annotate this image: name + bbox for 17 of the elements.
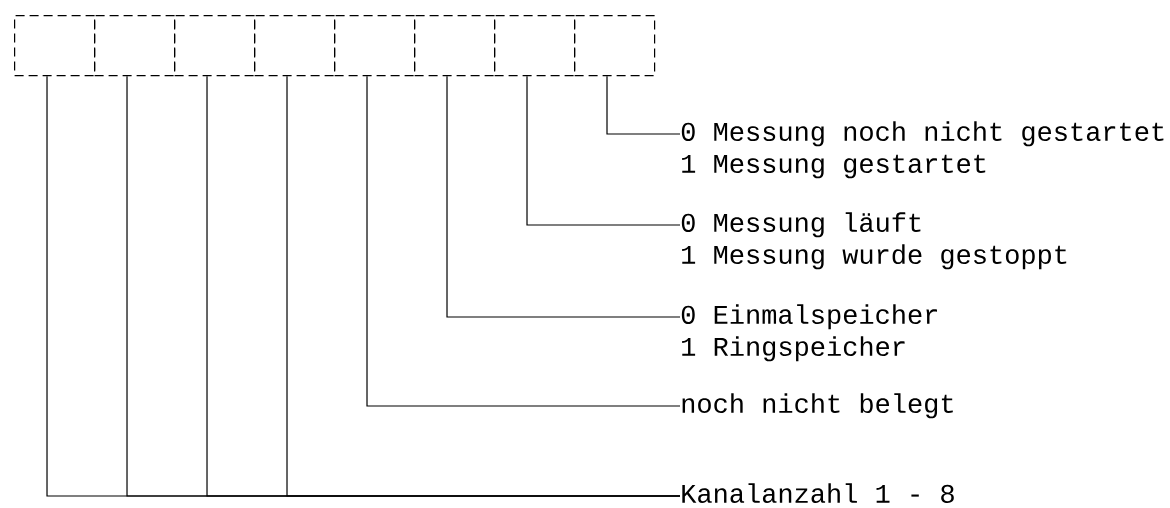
- bit-cell: [174, 15, 256, 77]
- leader-line: [606, 75, 681, 135]
- bit-cell: [254, 15, 336, 77]
- leader-line: [526, 75, 681, 226]
- bit-cell: [94, 15, 176, 77]
- bit-description: 0 Messung noch nicht gestartet 1 Messung gestartet: [681, 121, 1164, 179]
- bit-description: 0 Messung läuft 1 Messung wurde gestoppt: [681, 212, 1067, 270]
- bit-cell: [14, 15, 96, 77]
- bit-cell: [334, 15, 416, 77]
- bit-description: noch nicht belegt: [682, 393, 953, 419]
- bit-cell: [574, 15, 656, 77]
- bit-description: Kanalanzahl 1 - 8: [682, 483, 954, 503]
- bit-description: 0 Einmalspeicher 1 Ringspeicher: [681, 304, 937, 362]
- leader-line: [366, 75, 681, 407]
- bit-cell: [494, 15, 576, 77]
- bit-cell: [414, 15, 496, 77]
- leader-line: [446, 75, 681, 318]
